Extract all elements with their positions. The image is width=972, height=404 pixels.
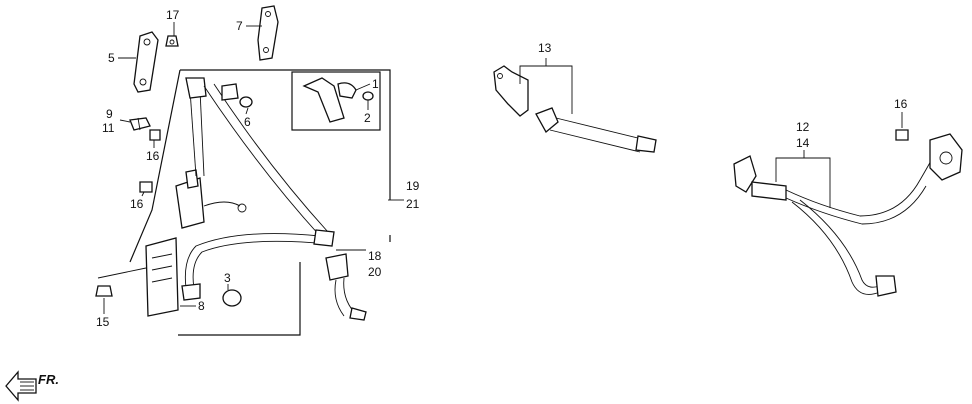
- callout-16-a: 16: [146, 149, 160, 163]
- callout-8: 8: [198, 299, 205, 313]
- callout-3: 3: [224, 271, 231, 285]
- callout-1: 1: [372, 77, 379, 91]
- upper-anchor-bracket-part: [257, 5, 279, 61]
- callout-16-b: 16: [130, 197, 144, 211]
- callout-14: 14: [796, 136, 810, 150]
- pillar-cover-part: [145, 237, 179, 317]
- anchor-plate-part: [133, 31, 179, 93]
- callout-6: 6: [244, 115, 251, 129]
- rear-outer-belt-part: [733, 133, 963, 297]
- callout-labels: 17 7 5 1 2 6 9 11 16 16 19 21 18 20 3 8 …: [38, 8, 908, 387]
- callout-17: 17: [166, 8, 180, 22]
- front-direction-arrow-icon: [5, 370, 37, 402]
- callout-5: 5: [108, 51, 115, 65]
- callout-16-c: 16: [894, 97, 908, 111]
- callout-13: 13: [538, 41, 552, 55]
- callout-19: 19: [406, 179, 420, 193]
- callout-12: 12: [796, 120, 810, 134]
- callout-leader-lines: [97, 22, 903, 314]
- rear-center-belt-part: [493, 65, 657, 153]
- front-belt-assembly-outline: [129, 69, 391, 336]
- callout-18: 18: [368, 249, 382, 263]
- callout-15: 15: [96, 315, 110, 329]
- buckle-stalk-part: [325, 253, 367, 321]
- callout-2: 2: [364, 111, 371, 125]
- bolt-parts: [129, 117, 909, 193]
- front-belt-retractor-part: [175, 77, 335, 301]
- grommet-parts: [95, 83, 253, 307]
- callout-7: 7: [236, 19, 243, 33]
- callout-11: 11: [102, 121, 115, 135]
- callout-9: 9: [106, 107, 113, 121]
- front-direction-label: FR.: [38, 372, 59, 387]
- detail-box-parts: [302, 77, 374, 123]
- callout-20: 20: [368, 265, 382, 279]
- callout-21: 21: [406, 197, 420, 211]
